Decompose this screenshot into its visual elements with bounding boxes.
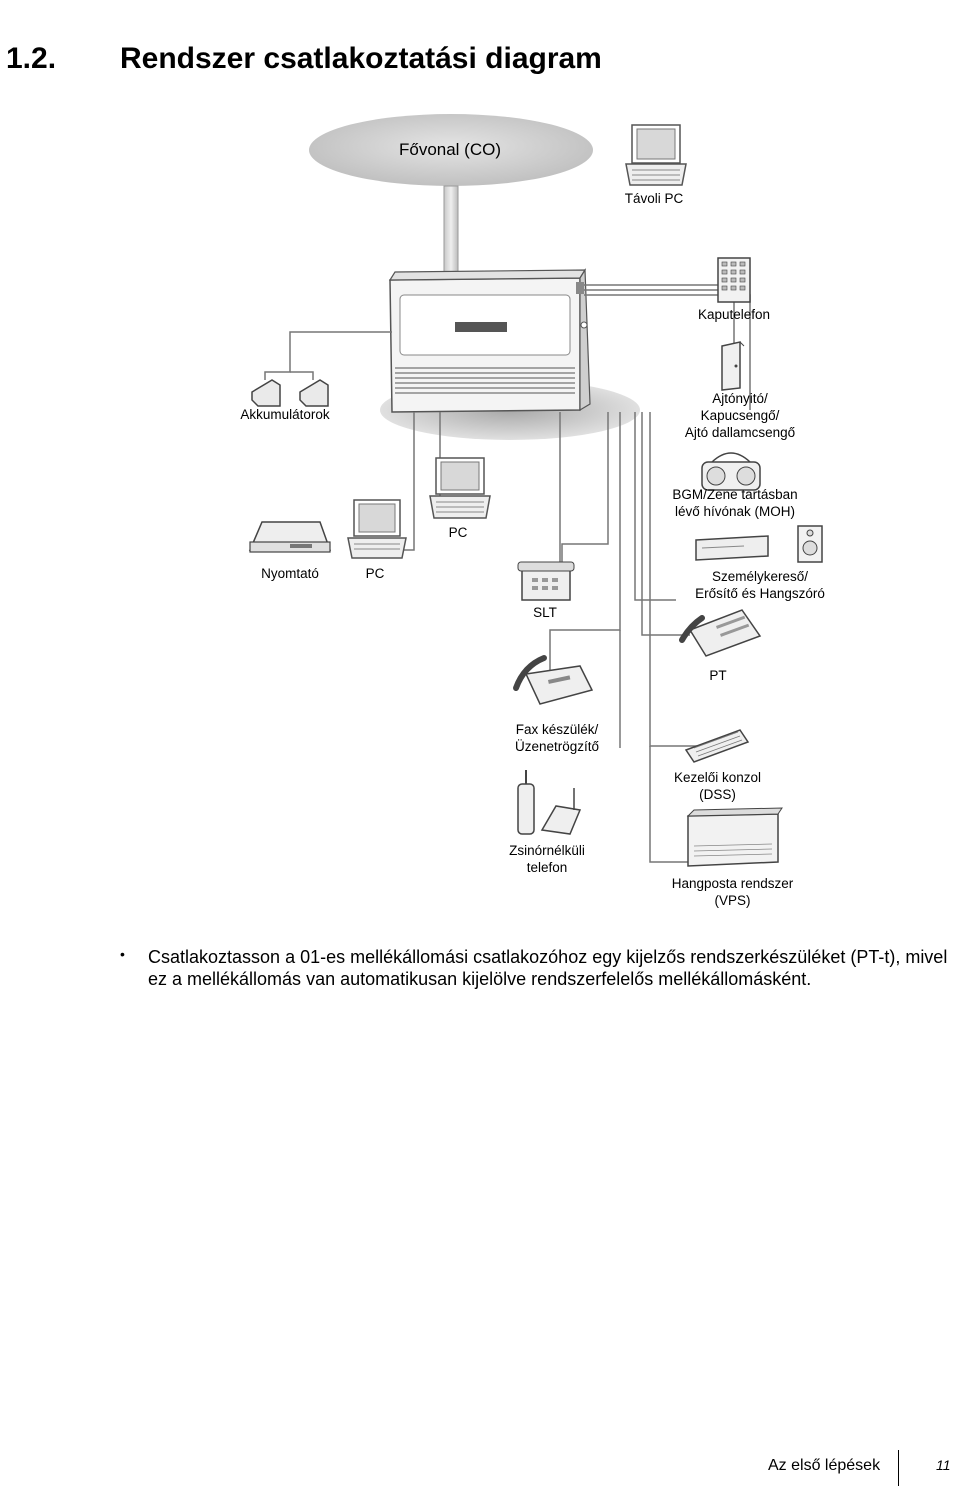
section-number: 1.2. [6,42,57,75]
pc-left-label: PC [365,566,385,581]
battery-icon [251,379,329,407]
printer-icon [248,521,332,553]
footer-divider [898,1450,899,1486]
pt-label: PT [709,668,727,683]
vps-icon [686,807,783,867]
doorphone-icon [717,257,751,303]
bgm-moh-label: BGM/Zene tartásban lévő hívónak (MOH) [672,487,798,519]
cordless-phone-icon [517,770,582,835]
remote-pc-label: Távoli PC [624,191,684,206]
radio-icon [701,452,761,491]
bullet-icon: • [120,946,125,962]
footer-chapter-title: Az első lépések [768,1457,881,1474]
pt-phone-icon [679,609,762,657]
pc-icon-left [347,499,407,559]
paging-label: Személykereső/ Erősítő és Hangszóró [695,569,825,601]
fax-label: Fax készülék/ Üzenetrögzítő [514,722,600,754]
doorphone-label: Kaputelefon [697,307,771,322]
section-title: Rendszer csatlakoztatási diagram [120,42,602,75]
remote-pc-icon [625,124,687,186]
dss-console-icon [684,729,750,763]
diagram-drawing [248,114,823,867]
speaker-icon [797,525,823,563]
cordless-label: Zsinórnélküli telefon [509,843,585,875]
page-footer: Az első lépések 11 [0,1440,960,1490]
system-connection-diagram: Fővonal (CO) Távoli PC Kaputelefon Ajtón… [0,110,960,925]
printer-label: Nyomtató [261,566,319,581]
batteries-label: Akkumulátorok [240,407,330,422]
pbx-unit-icon [380,268,640,440]
dss-label: Kezelői konzol (DSS) [673,770,762,802]
pc-top-label: PC [448,525,468,540]
amplifier-icon [695,535,769,561]
co-line-cloud [309,114,593,283]
door-opener-icon [721,341,745,391]
footer-page-number: 11 [936,1457,951,1473]
note-text: Csatlakoztasson a 01-es mellékállomási c… [148,947,948,989]
co-line-label: Fővonal (CO) [398,140,502,159]
door-opener-label: Ajtónyitó/ Kapucsengő/ Ajtó dallamcsengő [684,391,796,440]
slt-phone-icon [517,561,575,601]
section-header: 1.2. Rendszer csatlakoztatási diagram [0,0,960,118]
slt-label: SLT [533,605,557,620]
fax-icon [513,655,594,705]
vps-label: Hangposta rendszer (VPS) [671,876,794,908]
pc-icon-top [429,457,491,519]
